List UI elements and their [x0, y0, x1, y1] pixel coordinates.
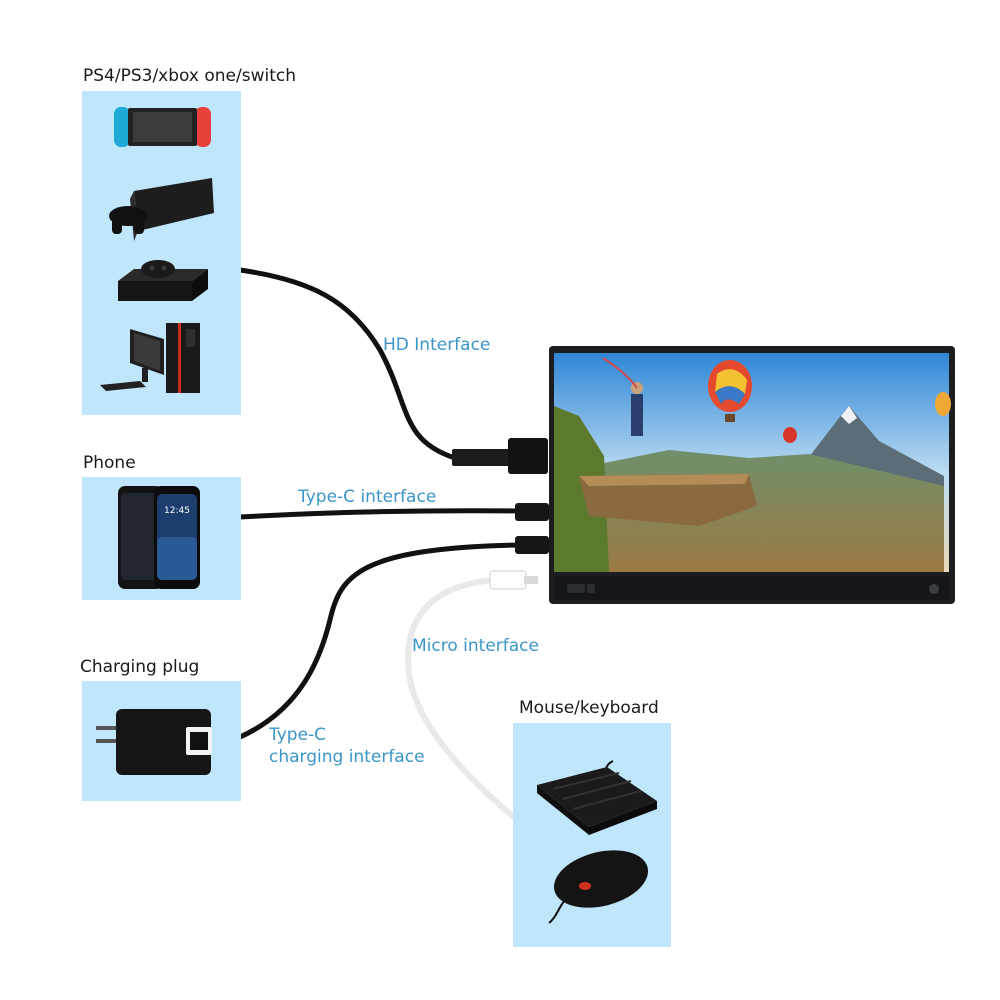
portable-monitor-icon [549, 346, 955, 604]
type-c-plug [515, 503, 549, 521]
mouse-icon [548, 850, 649, 924]
type-c-interface-label: Type-C interface [298, 487, 437, 507]
micro-plug [489, 570, 527, 590]
hd-plug-collar [452, 449, 512, 466]
charger-heading: Charging plug [80, 657, 200, 677]
type-c-cable [239, 508, 521, 520]
micro-interface-label: Micro interface [412, 636, 539, 656]
hd-cable [239, 267, 456, 461]
micro-cable [405, 577, 519, 823]
charger-panel [82, 681, 241, 801]
keyboard-icon [537, 760, 657, 835]
consoles-heading: PS4/PS3/xbox one/switch [83, 66, 296, 86]
monitor-button-2 [587, 584, 595, 593]
phone-heading: Phone [83, 453, 136, 473]
charging-interface-label: Type-C charging interface [269, 724, 425, 768]
svg-text:12:45: 12:45 [164, 506, 190, 516]
switch-icon [114, 107, 211, 147]
phone-panel: 12:45 [82, 477, 241, 600]
charging-plug [515, 536, 549, 554]
desktop-pc-icon [100, 323, 200, 393]
smartphone-icon: 12:45 [118, 486, 200, 589]
peripherals-heading: Mouse/keyboard [519, 698, 659, 718]
peripherals-panel [513, 723, 671, 947]
hd-plug [508, 438, 548, 474]
monitor-power-button [929, 584, 939, 594]
charging-cable [238, 542, 521, 740]
charging-interface-label-line2: charging interface [269, 747, 425, 767]
monitor-screen [554, 353, 951, 572]
hd-interface-label: HD Interface [383, 335, 491, 355]
monitor-button-1 [567, 584, 585, 593]
monitor-bottom-bar [554, 576, 949, 600]
charging-interface-label-line1: Type-C [269, 725, 327, 745]
consoles-panel [82, 91, 241, 415]
micro-plug-tip [524, 576, 538, 584]
xbox-one-icon [118, 260, 208, 301]
ps3-icon [109, 178, 214, 241]
charger-icon [96, 709, 212, 775]
